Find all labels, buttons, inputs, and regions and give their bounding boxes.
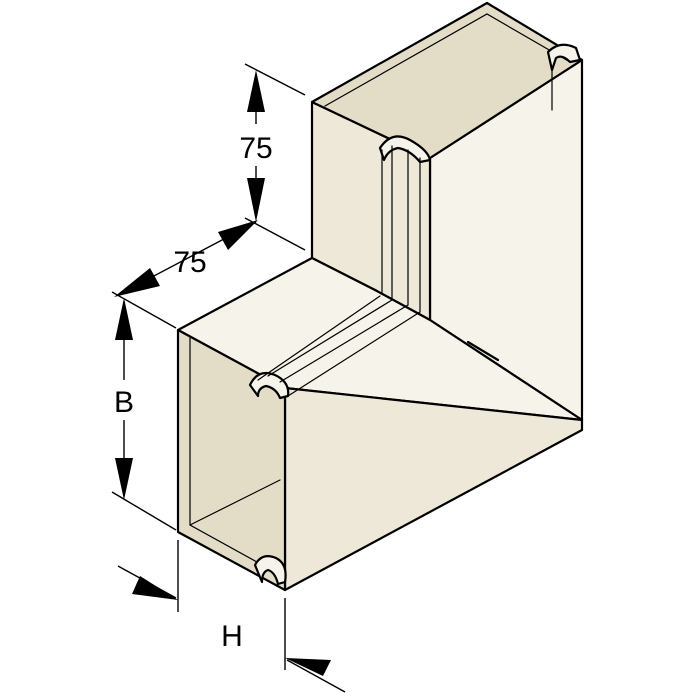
horizontal-arm-rail-2 (267, 299, 393, 377)
h-label: H (221, 620, 243, 653)
h-arrow-right (285, 658, 331, 676)
dimension-b: B (104, 291, 177, 531)
horizontal-arm-clip-bottom (253, 555, 287, 586)
side-75-arrow-right (218, 220, 258, 250)
horizontal-arm-rail-3 (279, 304, 409, 383)
b-extension-upper (111, 291, 177, 329)
vertical-arm-inner-rim (324, 13, 571, 107)
horizontal-arm-inner-floor (189, 479, 281, 526)
top-75-extension-lower (244, 217, 306, 251)
side-75-label: 75 (173, 246, 206, 279)
b-arrow-down (115, 458, 133, 500)
b-label: B (114, 386, 134, 419)
h-leader-right (286, 659, 346, 693)
elbow-tab (466, 340, 500, 362)
dimension-top-75: 75 (228, 63, 306, 251)
top-75-arrow-up (247, 70, 265, 112)
vertical-arm (310, 1, 584, 422)
h-arrow-left (132, 576, 178, 600)
top-75-label-bg (228, 124, 284, 166)
top-75-arrow-down (247, 178, 265, 222)
side-75-arrow-left (114, 268, 160, 297)
b-arrow-up (115, 298, 133, 340)
horizontal-arm (176, 256, 584, 592)
top-75-extension-upper (244, 63, 306, 96)
vertical-arm-clip-back (546, 43, 582, 72)
horizontal-arm-rail-1 (257, 295, 381, 381)
top-75-label: 75 (239, 132, 272, 165)
b-extension-lower (111, 491, 177, 531)
horizontal-arm-side-face (283, 386, 584, 592)
dimension-h: H (117, 540, 346, 693)
b-label-bg (104, 380, 144, 420)
dimension-side-75: 75 (114, 220, 258, 297)
horizontal-arm-rail-4 (287, 311, 421, 397)
